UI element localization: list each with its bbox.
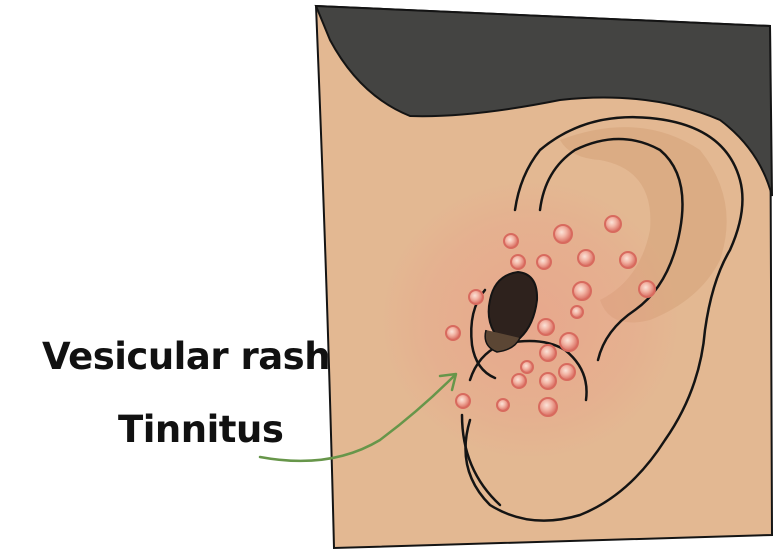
vesicle <box>572 281 592 301</box>
vesicles <box>445 215 656 417</box>
vesicle <box>503 233 519 249</box>
label-vesicular-rash: Vesicular rash <box>42 335 331 378</box>
vesicle <box>510 254 526 270</box>
vesicle <box>445 325 461 341</box>
hair <box>314 4 773 197</box>
vesicle <box>537 318 555 336</box>
vesicle <box>520 360 534 374</box>
vesicle <box>577 249 595 267</box>
vesicle <box>468 289 484 305</box>
vesicle <box>455 393 471 409</box>
ear-concha-outline <box>468 339 588 402</box>
ear-lobe-outline <box>460 413 502 507</box>
label-tinnitus: Tinnitus <box>118 408 284 451</box>
vesicle <box>619 251 637 269</box>
vesicle <box>536 254 552 270</box>
vesicle <box>570 305 584 319</box>
vesicle <box>604 215 622 233</box>
vesicle <box>496 398 510 412</box>
ear-helix-outline <box>464 116 744 522</box>
vesicle <box>553 224 573 244</box>
ear-shadow <box>560 127 727 323</box>
vesicle <box>539 372 557 390</box>
pointer-arrow <box>258 372 458 463</box>
vesicle <box>511 373 527 389</box>
vesicle <box>558 363 576 381</box>
vesicle <box>638 280 656 298</box>
ear-canal <box>487 270 539 342</box>
ear-antihelix-outline <box>538 137 684 362</box>
vesicle <box>539 344 557 362</box>
vesicle <box>538 397 558 417</box>
vesicle <box>559 332 579 352</box>
